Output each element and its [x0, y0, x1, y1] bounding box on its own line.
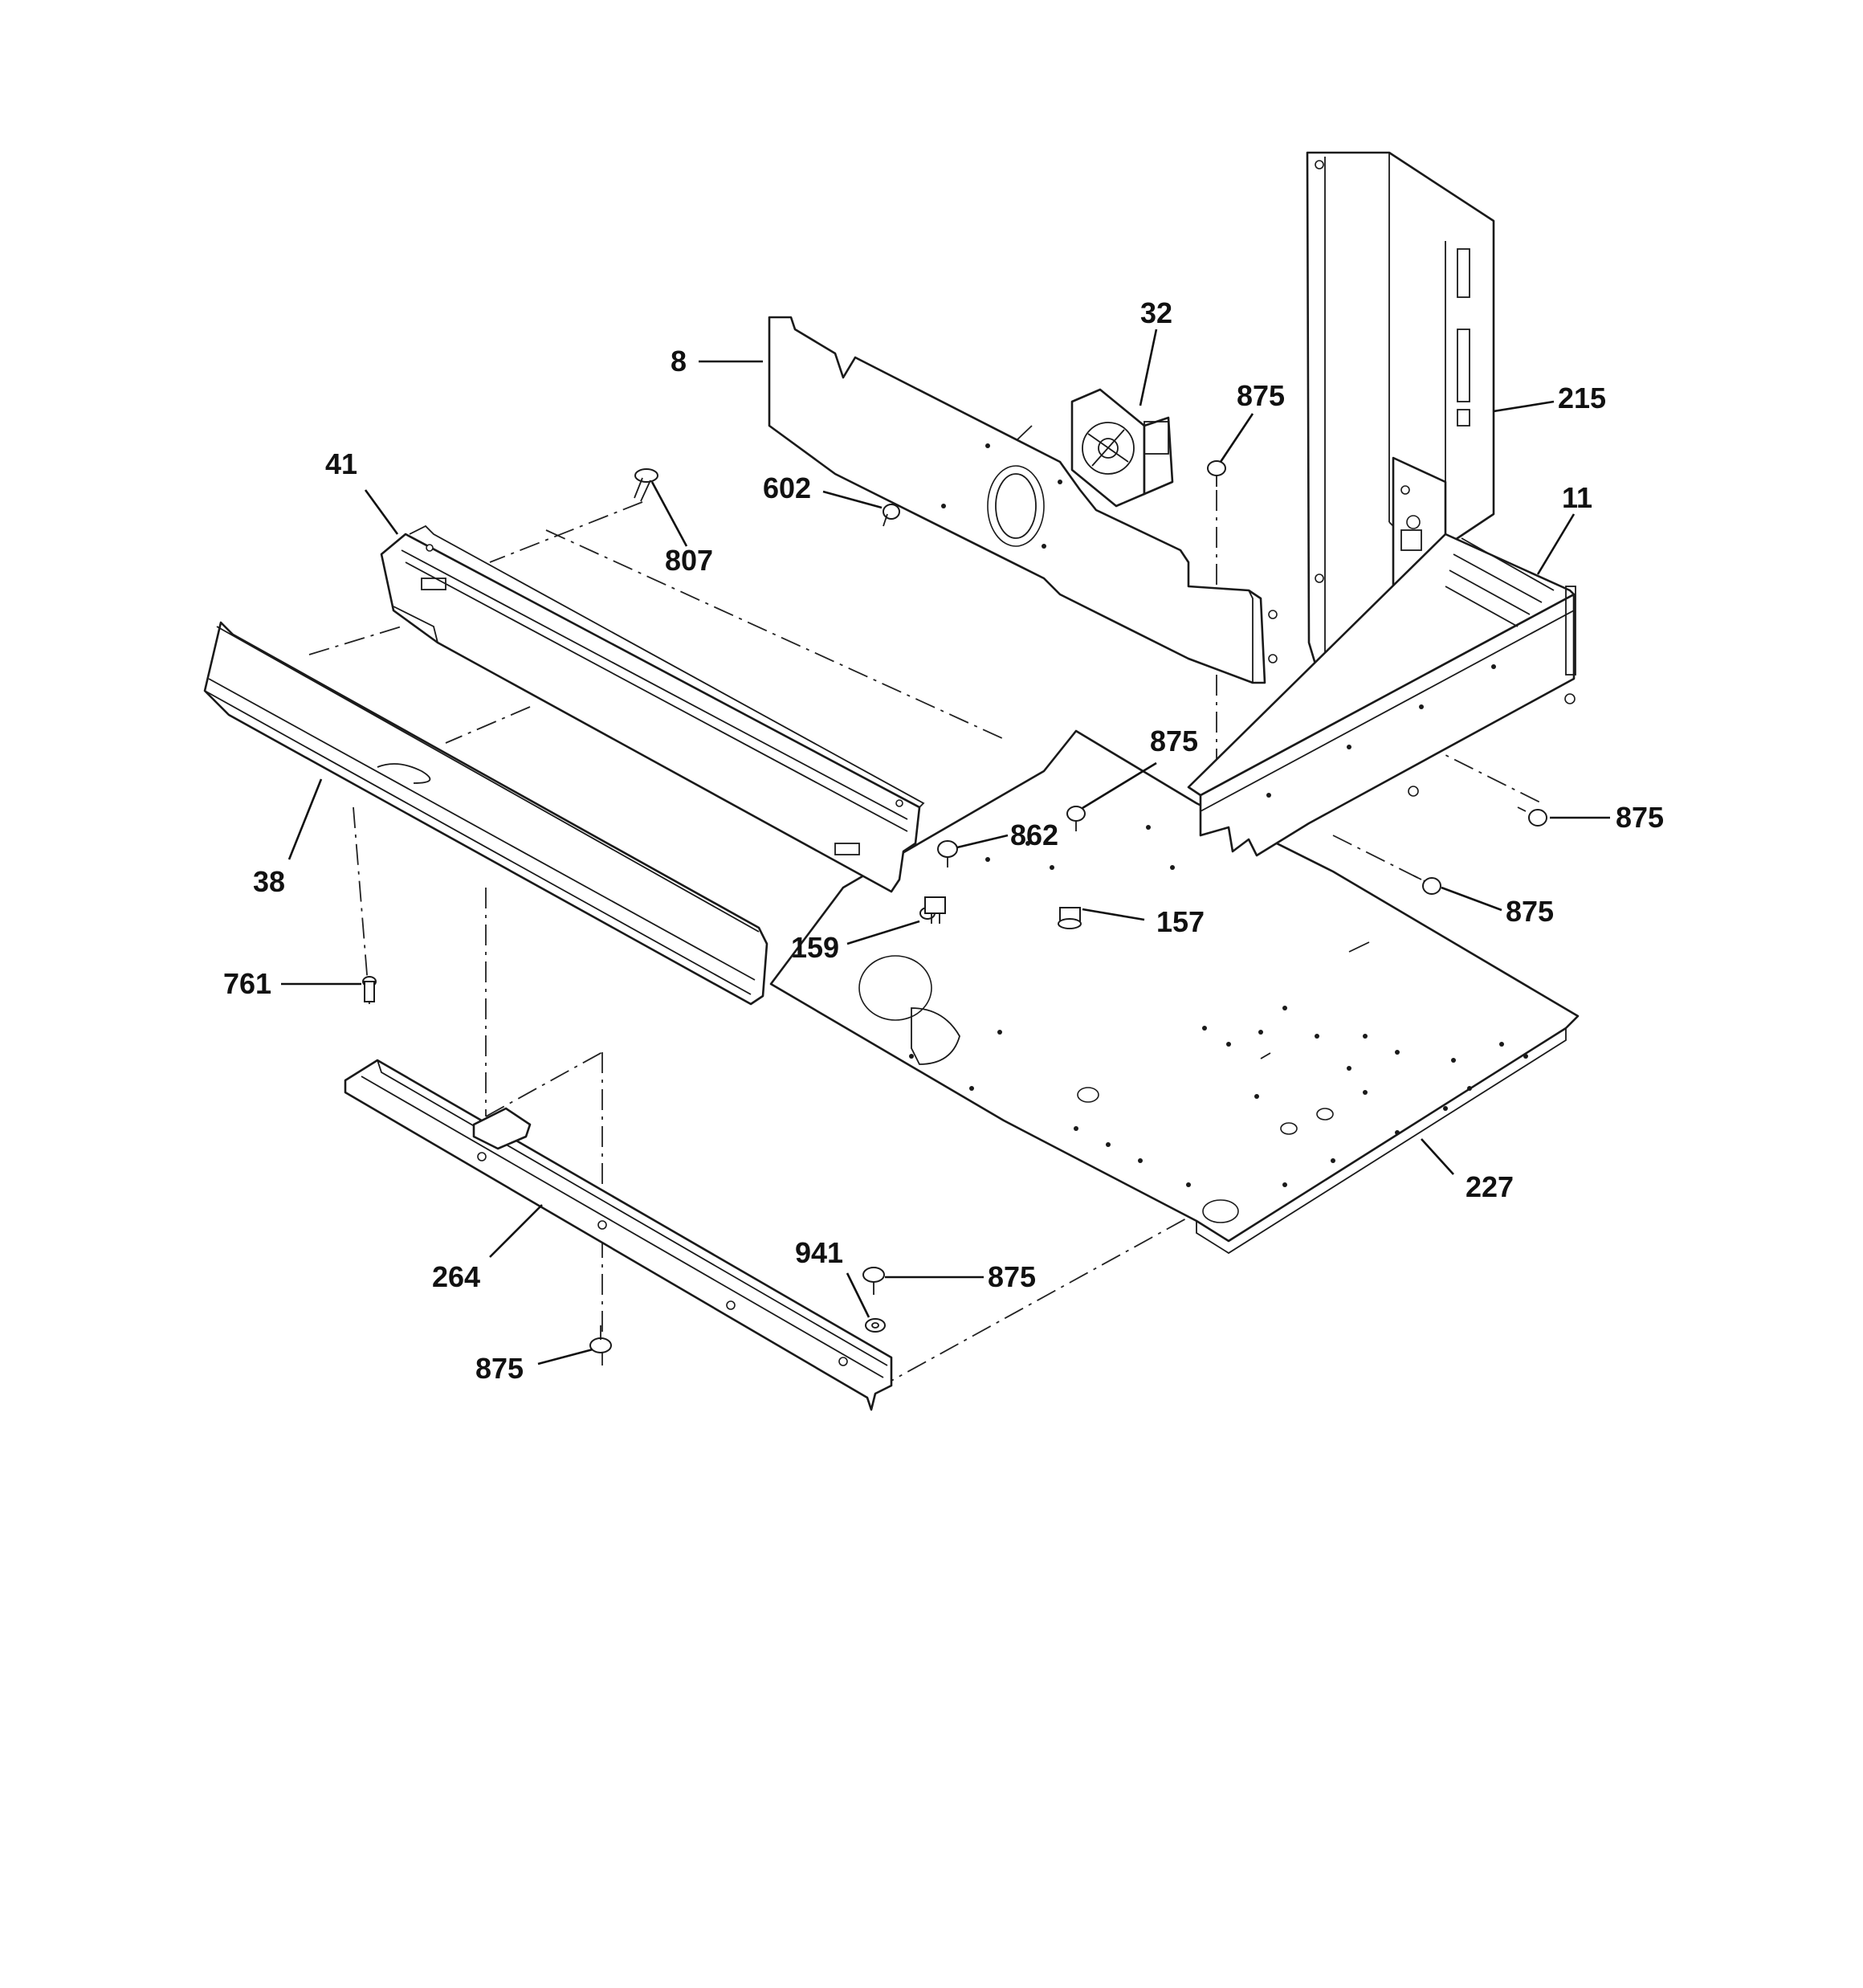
leader-lines: [281, 329, 1610, 1365]
callout-227: 227: [1466, 1170, 1514, 1203]
control-panel-38: [203, 621, 768, 1006]
callout-875-bottom: 875: [988, 1260, 1036, 1293]
screw-862: [937, 840, 958, 867]
cooling-fan-32: [1070, 388, 1174, 508]
rear-bracket-11: [1187, 533, 1576, 857]
screw-761: [362, 976, 377, 1002]
screw-875-right-a: [1517, 806, 1547, 827]
lower-trim-264: [344, 1059, 893, 1411]
callout-875-right-b: 875: [1506, 895, 1554, 928]
callout-8: 8: [671, 345, 687, 378]
callout-761: 761: [223, 967, 271, 1000]
callout-875-rear: 875: [1237, 379, 1285, 412]
callout-labels: 8 32 875 215 11 41 807 602 875 875 862 3…: [223, 296, 1664, 1385]
callout-32: 32: [1140, 296, 1172, 329]
screw-875-bottom: [862, 1267, 885, 1295]
screw-807: [634, 468, 658, 502]
callout-264: 264: [432, 1260, 480, 1293]
callout-602: 602: [763, 471, 811, 504]
thermostat-157: [1058, 907, 1082, 929]
screw-875-right-b: [1413, 875, 1441, 895]
callout-875-front: 875: [475, 1352, 524, 1385]
callout-11: 11: [1562, 481, 1592, 514]
rear-panel-8: [768, 316, 1278, 684]
callout-159: 159: [791, 931, 839, 964]
screw-602: [883, 504, 900, 527]
screw-875-front: [589, 1325, 612, 1353]
callout-807: 807: [665, 544, 713, 577]
screw-875-rear: [1207, 460, 1226, 487]
callout-157: 157: [1156, 905, 1205, 938]
washer-941: [865, 1318, 886, 1333]
callout-41: 41: [325, 447, 357, 480]
callout-941: 941: [795, 1236, 843, 1269]
callout-862: 862: [1010, 818, 1058, 851]
callout-875-right-a: 875: [1616, 801, 1664, 834]
callout-38: 38: [253, 865, 285, 898]
callout-875-center: 875: [1150, 725, 1198, 757]
screw-875-center: [1066, 806, 1086, 831]
thermostat-159: [919, 896, 946, 924]
control-frame-41: [380, 525, 925, 893]
callout-215: 215: [1558, 382, 1606, 414]
